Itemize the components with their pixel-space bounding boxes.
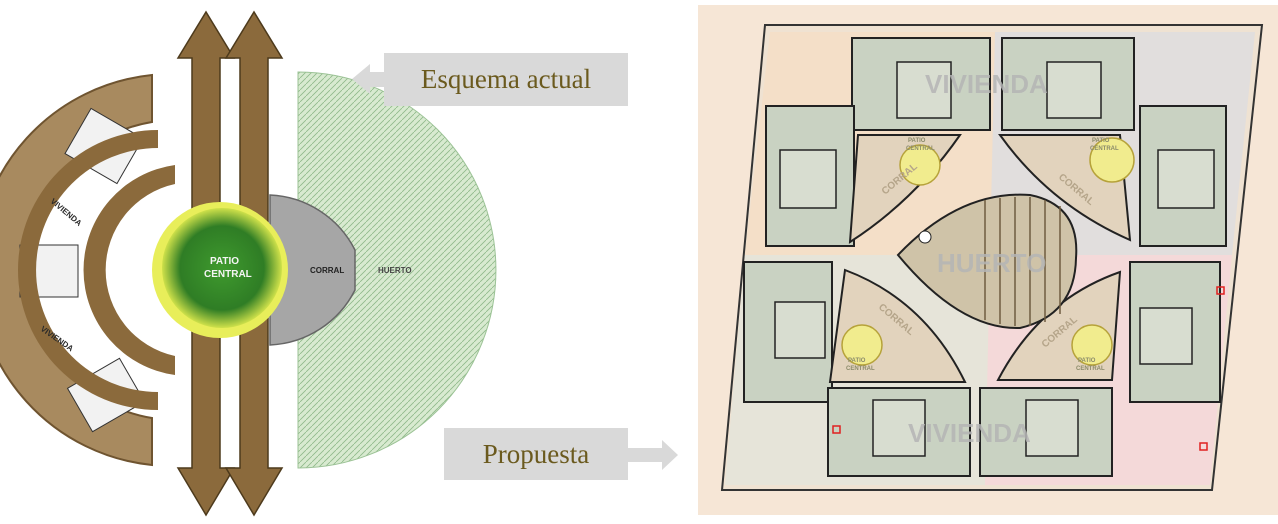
patio-label-line2: CENTRAL — [204, 269, 252, 280]
arrow-from-bottom-callout — [628, 440, 678, 470]
corral-label: CORRAL — [310, 266, 344, 275]
unit-squares — [774, 61, 1215, 457]
patio-plan-label-1a: PATIO — [908, 138, 926, 144]
vivienda-label-bottom: VIVIENDA — [908, 418, 1031, 448]
patio-plan-label-3b: CENTRAL — [846, 366, 875, 372]
callout-esquema-actual: Esquema actual — [384, 53, 628, 106]
left-scheme — [0, 10, 497, 517]
arrow-to-top-callout — [352, 64, 384, 94]
patio-label-line1: PATIO — [210, 256, 239, 267]
patio-plan-label-2a: PATIO — [1092, 138, 1110, 144]
inner-ring-outer — [18, 130, 158, 410]
proposal-plan — [698, 5, 1278, 515]
huerto-label: HUERTO — [378, 266, 412, 275]
patio-plan-label-2b: CENTRAL — [1090, 146, 1119, 152]
vivienda-label-top: VIVIENDA — [925, 69, 1048, 99]
inner-ring-inner — [83, 165, 175, 375]
patio-plan-label-1b: CENTRAL — [906, 146, 935, 152]
vivienda-label-upper: VIVIENDA — [49, 197, 84, 228]
patio-plan-label-3a: PATIO — [848, 358, 866, 364]
callout-propuesta: Propuesta — [444, 428, 628, 480]
corral-zone — [269, 194, 356, 346]
patio-plan-label-4b: CENTRAL — [1076, 366, 1105, 372]
patio-plan-label-4a: PATIO — [1078, 358, 1096, 364]
patio-central-blobs — [841, 137, 1135, 366]
red-markers — [832, 286, 1225, 451]
huerto-central — [896, 193, 1078, 330]
callout-esquema-actual-text: Esquema actual — [420, 64, 592, 94]
callout-propuesta-text: Propuesta — [482, 438, 590, 469]
huerto-plan-label: HUERTO — [937, 248, 1046, 278]
